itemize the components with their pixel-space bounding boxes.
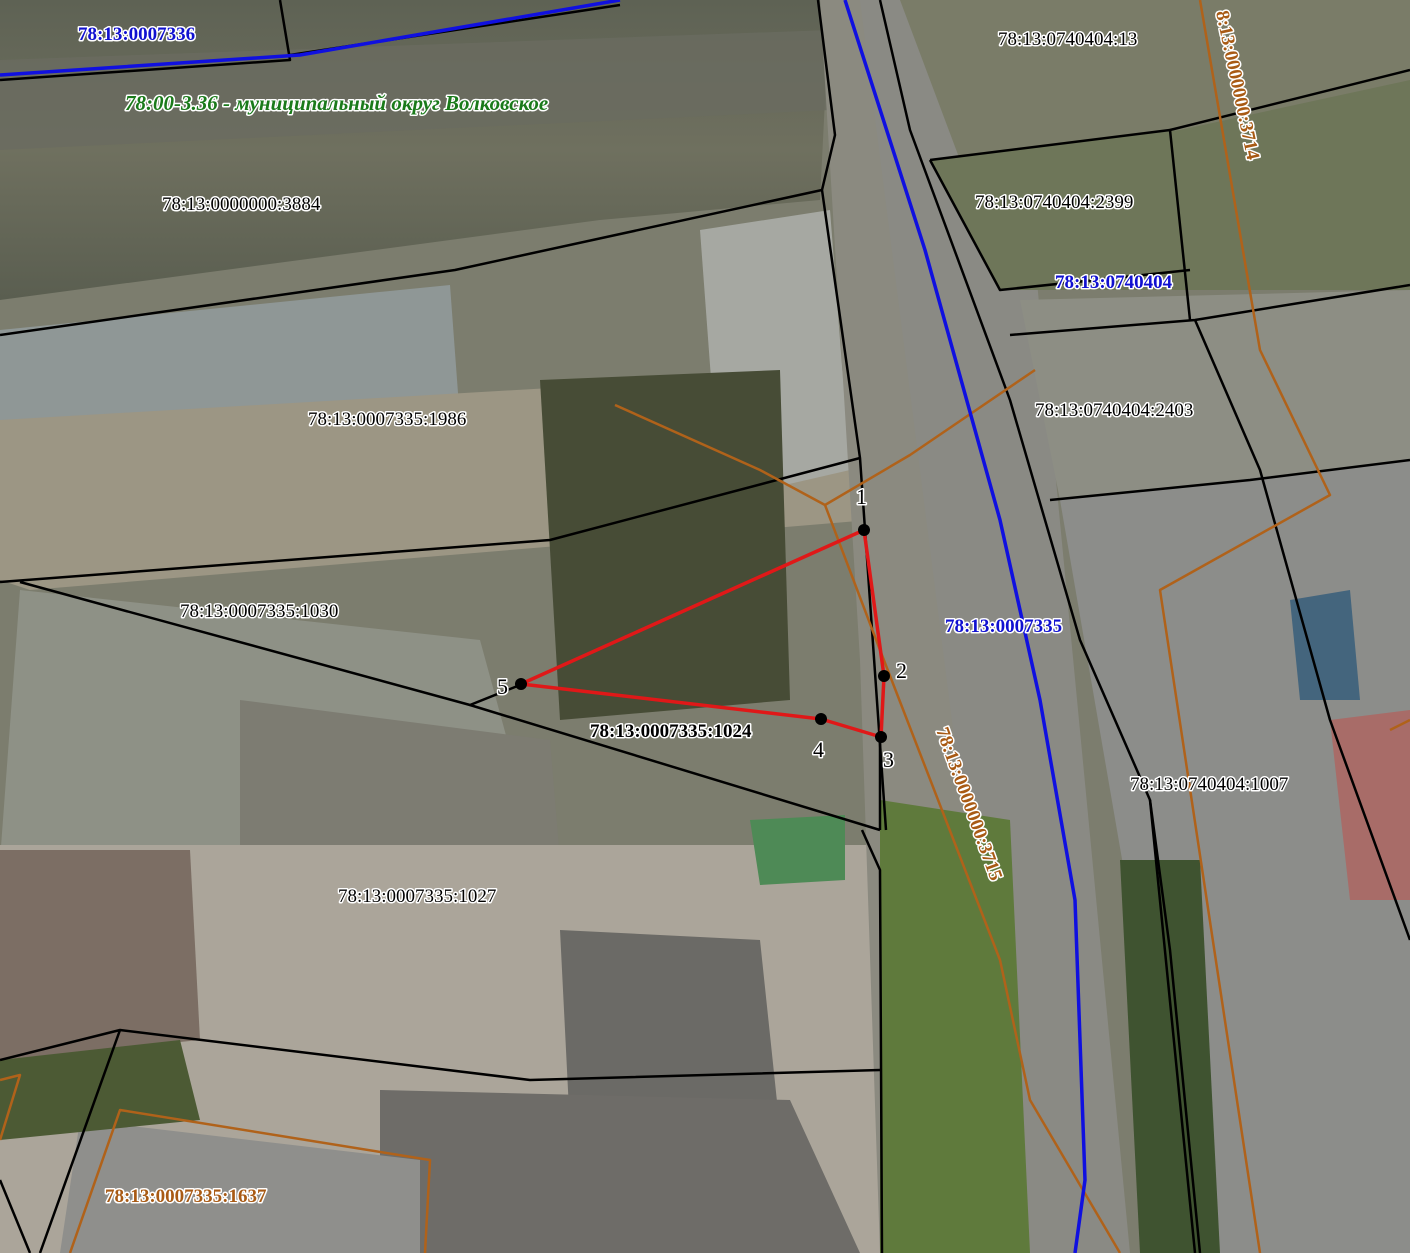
block-boundaries bbox=[0, 0, 1087, 1253]
parcel-label-2399: 78:13:0740404:2399 bbox=[975, 192, 1133, 213]
boundary-north-east bbox=[1169, 68, 1410, 132]
block-label-7335: 78:13:0007335 bbox=[945, 616, 1062, 637]
boundary-1007-west bbox=[1148, 799, 1202, 1253]
boundary-2399-west bbox=[928, 159, 1191, 292]
parcel-label-1024: 78:13:0007335:1024 bbox=[590, 721, 752, 742]
parcel-label-1027: 78:13:0007335:1027 bbox=[338, 886, 496, 907]
vertex-point-5[interactable] bbox=[515, 678, 527, 690]
boundary-1027-south bbox=[0, 1028, 881, 1082]
boundary-road-east bbox=[878, 0, 1197, 1253]
parcel-label-1007: 78:13:0740404:1007 bbox=[1130, 774, 1288, 795]
vertex-label-3: 3 bbox=[883, 747, 894, 772]
boundary-2403-south bbox=[1049, 458, 1410, 502]
zone-label-1637: 78:13:0007335:1637 bbox=[105, 1186, 267, 1207]
block-boundary-north bbox=[0, 0, 621, 77]
parcel-label-1986: 78:13:0007335:1986 bbox=[308, 409, 466, 430]
zone-east-edge bbox=[1389, 718, 1410, 732]
vertex-label-5: 5 bbox=[497, 674, 508, 699]
parcel-label-1030: 78:13:0007335:1030 bbox=[180, 601, 338, 622]
boundary-7336 bbox=[0, 0, 292, 82]
boundary-road-west-south bbox=[860, 829, 884, 1253]
parcel-label-3884: 78:13:0000000:3884 bbox=[162, 194, 321, 215]
block-boundary-main bbox=[843, 0, 1087, 1253]
block-label-740404: 78:13:0740404 bbox=[1055, 272, 1173, 293]
parcel-label-740404-13: 78:13:0740404:13 bbox=[998, 29, 1137, 50]
boundary-1986-south bbox=[0, 456, 861, 584]
parcel-label-2403: 78:13:0740404:2403 bbox=[1035, 400, 1193, 421]
vertex-point-2[interactable] bbox=[878, 670, 890, 682]
vertex-point-3[interactable] bbox=[875, 731, 887, 743]
zone-fork-west bbox=[614, 403, 826, 507]
vertex-label-4: 4 bbox=[813, 737, 824, 762]
zone-3714-line bbox=[1158, 0, 1332, 1253]
municipal-district-label: 78:00-3.36 - муниципальный округ Волковс… bbox=[125, 91, 548, 115]
boundary-2403-inner bbox=[1193, 319, 1410, 941]
zone-west-edge bbox=[0, 1073, 22, 1141]
zone-3715-line bbox=[823, 504, 1122, 1253]
zone-fork-east bbox=[824, 368, 1036, 507]
vertex-point-1[interactable] bbox=[858, 524, 870, 536]
vertex-label-1: 1 bbox=[856, 484, 867, 509]
vertex-points: 1 2 3 4 5 bbox=[496, 483, 909, 774]
boundary-south-west bbox=[38, 1029, 122, 1253]
boundary-south-west2 bbox=[0, 1179, 32, 1253]
zone-1637-line bbox=[68, 1108, 432, 1253]
boundary-3884-south bbox=[0, 188, 823, 337]
vertex-point-4[interactable] bbox=[815, 713, 827, 725]
vertex-label-2: 2 bbox=[896, 658, 907, 683]
boundary-1024-south bbox=[469, 703, 881, 832]
block-label-7336: 78:13:0007336 bbox=[78, 24, 195, 45]
target-parcel-polygon[interactable] bbox=[519, 528, 886, 739]
